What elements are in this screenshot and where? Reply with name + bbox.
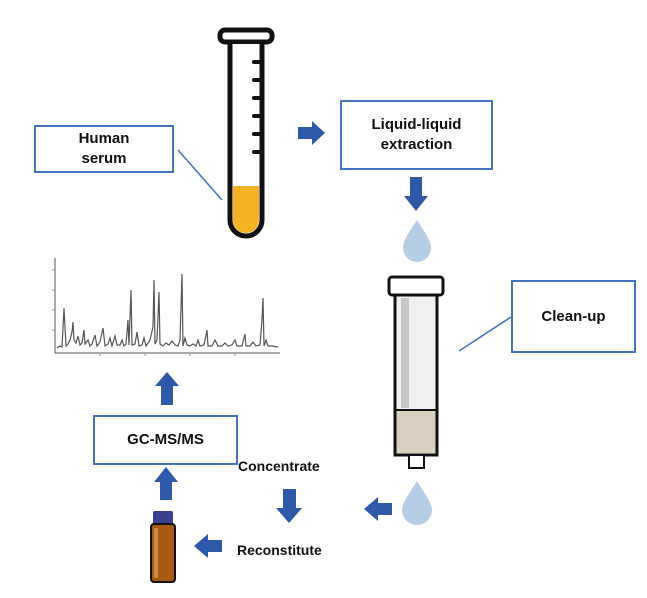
lle-box: Liquid-liquid extraction: [340, 100, 493, 170]
spe-cartridge-icon: [387, 275, 445, 469]
gcms-label: GC-MS/MS: [127, 431, 204, 448]
arrow-up-icon: [155, 372, 179, 405]
arrow-down-icon: [404, 177, 428, 211]
cleanup-box: Clean-up: [511, 280, 636, 353]
chromatogram-icon: [52, 258, 280, 356]
droplet-icon: [403, 220, 431, 262]
arrow-left-icon: [194, 534, 222, 558]
vial-icon: [150, 511, 176, 583]
reconstitute-label: Reconstitute: [237, 542, 322, 558]
serum-connector-line: [177, 149, 223, 201]
test-tube-icon: [217, 27, 275, 239]
arrow-up-icon: [154, 467, 178, 500]
gcms-box: GC-MS/MS: [93, 415, 238, 465]
droplet-icon: [402, 481, 432, 525]
lle-label: Liquid-liquid extraction: [371, 116, 462, 153]
arrow-down-icon: [276, 489, 302, 523]
human-serum-box: Human serum: [34, 125, 174, 173]
human-serum-label: Human serum: [78, 130, 130, 167]
cleanup-connector-line: [458, 316, 512, 352]
arrow-left-icon: [364, 497, 392, 521]
arrow-right-icon: [298, 121, 325, 145]
concentrate-label: Concentrate: [238, 458, 320, 474]
cleanup-label: Clean-up: [541, 307, 606, 325]
